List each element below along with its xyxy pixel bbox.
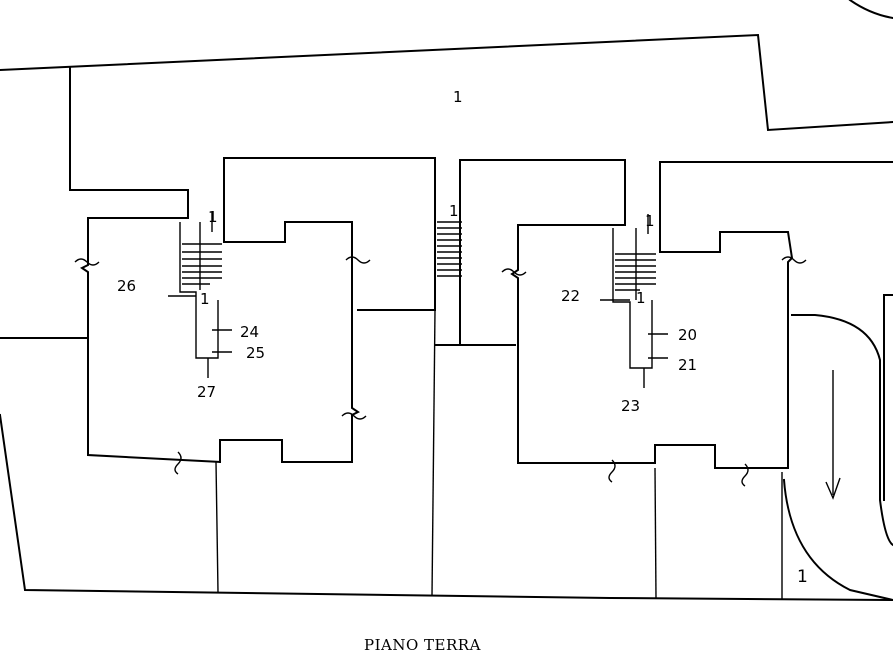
label-area-bottom-right: 1	[797, 567, 808, 587]
label-unit-25: 25	[246, 344, 265, 362]
labels: 1 1 1 1 26 1 24 25 27 22 1 20 21 23 1 PI…	[117, 88, 808, 654]
label-unit-27: 27	[197, 383, 216, 401]
label-stair-top-right: 1	[645, 212, 655, 230]
building-right	[501, 161, 893, 600]
label-unit-23: 23	[621, 397, 640, 415]
label-unit-22: 22	[561, 287, 580, 305]
site-boundary	[0, 0, 893, 602]
label-stair-top-left: 1	[208, 208, 218, 226]
building-left	[0, 157, 436, 593]
label-stair-mid: 1	[449, 202, 459, 220]
label-unit-1-left: 1	[200, 290, 210, 308]
plan-title: PIANO TERRA	[364, 636, 481, 654]
stair-core-left	[168, 212, 232, 378]
label-unit-1-right: 1	[636, 289, 646, 307]
middle-passage	[431, 159, 626, 597]
label-unit-21: 21	[678, 356, 697, 374]
label-unit-24: 24	[240, 323, 259, 341]
label-unit-20: 20	[678, 326, 697, 344]
ramp	[782, 294, 893, 602]
stair-core-right	[600, 214, 668, 388]
label-area-top: 1	[453, 88, 463, 106]
label-unit-26: 26	[117, 277, 136, 295]
